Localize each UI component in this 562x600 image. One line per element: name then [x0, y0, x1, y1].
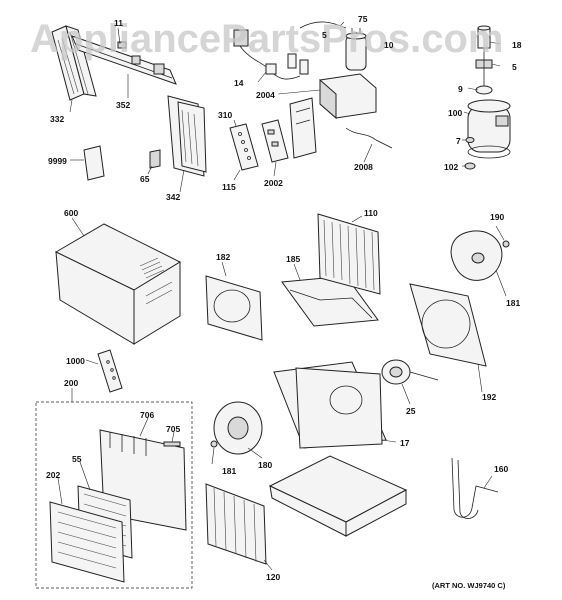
part-332-side-curtain[interactable] [51, 25, 97, 101]
label-5a: 5 [322, 30, 327, 40]
label-110: 110 [364, 208, 378, 218]
part-100-compressor[interactable] [467, 99, 511, 159]
label-2004: 2004 [256, 90, 275, 100]
label-102: 102 [444, 162, 458, 172]
part-25-fan-motor[interactable] [381, 359, 439, 385]
label-120: 120 [266, 572, 280, 582]
part-190-clip[interactable] [502, 240, 510, 248]
leader-lines [57, 21, 507, 571]
label-182: 182 [216, 252, 230, 262]
part-182-shroud[interactable] [205, 275, 263, 341]
part-1000-remote[interactable] [97, 349, 123, 393]
label-310: 310 [218, 110, 232, 120]
label-706: 706 [140, 410, 154, 420]
label-160: 160 [494, 464, 508, 474]
part-181-blower-nut[interactable] [210, 440, 218, 448]
label-202: 202 [46, 470, 60, 480]
label-352: 352 [116, 100, 130, 110]
part-9-accumulator[interactable] [475, 48, 493, 95]
label-705: 705 [166, 424, 180, 434]
label-332: 332 [50, 114, 64, 124]
part-705-louvers[interactable] [163, 441, 181, 447]
label-65: 65 [140, 174, 150, 184]
part-75-wire[interactable] [299, 21, 347, 29]
label-14: 14 [234, 78, 244, 88]
part-202-front-panel[interactable] [49, 501, 125, 583]
part-160-tube[interactable] [451, 457, 499, 519]
label-190: 190 [490, 212, 504, 222]
label-115: 115 [222, 182, 236, 192]
part-65-bracket[interactable] [149, 149, 161, 169]
label-17: 17 [400, 438, 410, 448]
part-9999-sheet[interactable] [83, 145, 105, 181]
label-192: 192 [482, 392, 496, 402]
part-310-control-panel[interactable] [229, 123, 259, 171]
label-55: 55 [72, 454, 82, 464]
label-600: 600 [64, 208, 78, 218]
label-342: 342 [166, 192, 180, 202]
label-1000: 1000 [66, 356, 85, 366]
part-labels: 11 75 5 10 18 5 352 332 14 2004 9 100 31… [46, 14, 522, 582]
part-2002-pcb[interactable] [261, 119, 289, 163]
label-185: 185 [286, 254, 300, 264]
label-2002: 2002 [264, 178, 283, 188]
label-7: 7 [456, 136, 461, 146]
part-120-evaporator[interactable] [205, 483, 267, 565]
part-102-grommet[interactable] [464, 162, 476, 170]
label-25: 25 [406, 406, 416, 416]
label-2008: 2008 [354, 162, 373, 172]
part-10-capacitor[interactable] [345, 28, 367, 71]
part-200-front-group[interactable] [35, 401, 193, 589]
label-75: 75 [358, 14, 368, 24]
watermark-text: AppliancePartsPros.com [30, 17, 504, 61]
label-181b: 181 [222, 466, 236, 476]
art-number: (ART NO. WJ9740 C) [432, 581, 506, 590]
label-11: 11 [114, 18, 123, 28]
base-pan[interactable] [268, 455, 408, 537]
part-7-mount[interactable] [465, 137, 475, 143]
part-180-blower-wheel[interactable] [213, 401, 263, 455]
label-200: 200 [64, 378, 78, 388]
label-9: 9 [458, 84, 463, 94]
part-181-condenser-fan[interactable] [450, 230, 503, 281]
part-352-top-rail[interactable] [71, 35, 177, 85]
part-2004-control-box[interactable] [289, 73, 377, 159]
part-110-condenser[interactable] [317, 213, 381, 295]
part-342-side-curtain[interactable] [167, 95, 207, 177]
part-2008-sensor[interactable] [345, 127, 393, 149]
part-17-housing[interactable] [273, 361, 387, 449]
label-180: 180 [258, 460, 272, 470]
part-14-wire-harness[interactable] [233, 29, 309, 80]
part-192-shroud[interactable] [409, 283, 487, 367]
label-5b: 5 [512, 62, 517, 72]
label-10: 10 [384, 40, 394, 50]
label-9999: 9999 [48, 156, 67, 166]
label-181a: 181 [506, 298, 520, 308]
label-100: 100 [448, 108, 462, 118]
part-600-cabinet[interactable] [54, 223, 182, 345]
label-18: 18 [512, 40, 522, 50]
